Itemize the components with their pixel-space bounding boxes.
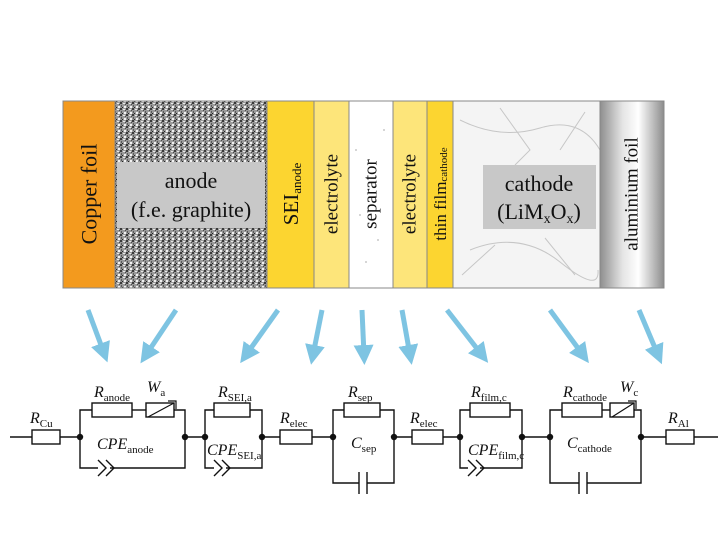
cathode-texture [459,107,601,281]
cathode-formula-label: (LiMxOx) [497,199,581,227]
electrolyte-right-layer [392,100,428,289]
arrow-separator [353,309,374,365]
cell-layer-stack: Copper foil anode (f.e. graphite) SEIano… [62,100,665,289]
circuit-junctions [76,433,645,441]
anode-label-box [117,162,265,228]
label-w-c: Wc [620,379,638,399]
copper-foil-label: Copper foil [77,144,102,245]
label-w-a: Wa [147,379,165,399]
label-r-al: RAl [667,410,689,430]
sei-anode-layer [266,100,315,289]
electrolyte-left-label: electrolyte [322,154,343,234]
resistor-r-sep [343,402,381,418]
separator-layer [348,100,394,289]
resistor-r-elec-right [411,429,444,445]
mapping-arrows [85,308,664,365]
anode-material-label: (f.e. graphite) [131,197,251,222]
aluminium-foil-label: aluminium foil [622,137,643,250]
label-c-sep: Csep [351,435,377,455]
copper-foil-layer [62,100,116,289]
arrow-electrolyte-left [305,309,325,365]
resistor-r-elec-left [279,429,313,445]
electrolyte-left-layer [313,100,350,289]
resistor-r-anode [91,402,133,418]
aluminium-foil-layer [599,100,665,289]
label-r-elec-right: Relec [409,410,438,430]
cathode-label: cathode [505,171,573,196]
anode-label: anode [165,168,218,193]
resistor-r-sei [213,402,251,418]
electrolyte-right-label: electrolyte [400,154,421,234]
arrow-anode [140,308,179,364]
label-r-film: Rfilm,c [470,384,507,404]
resistor-r-film [469,402,511,418]
label-r-elec-left: Relec [279,410,308,430]
arrow-thin-film [445,308,489,363]
label-cpe-sei: CPESEI,a [207,442,261,462]
arrow-cathode [547,308,589,364]
label-r-cathode: Rcathode [562,384,607,404]
arrow-electrolyte-right [398,309,419,365]
label-cpe-film: CPEfilm,c [468,442,524,462]
circuit-labels: RCu Ranode Wa CPEanode RSEI,a CPESEI,a R… [29,379,689,462]
equivalent-circuit [10,400,718,494]
arrow-copper-foil [85,309,110,363]
label-r-sei: RSEI,a [217,384,252,404]
sei-anode-label: SEIanode [279,163,304,226]
thin-film-cathode-label: thin filmcathode [431,147,451,240]
label-r-sep: Rsep [347,384,373,404]
separator-label: separator [361,159,382,229]
label-c-cathode: Ccathode [567,435,612,455]
label-cpe-anode: CPEanode [97,436,154,456]
resistor-r-al [665,429,695,445]
arrow-sei [240,308,281,364]
resistor-r-cu [31,429,61,445]
label-r-anode: Ranode [93,384,130,404]
resistor-r-cathode [561,402,603,418]
label-r-cu: RCu [29,410,53,430]
cathode-label-box [483,165,596,229]
arrow-aluminium-foil [636,309,664,365]
